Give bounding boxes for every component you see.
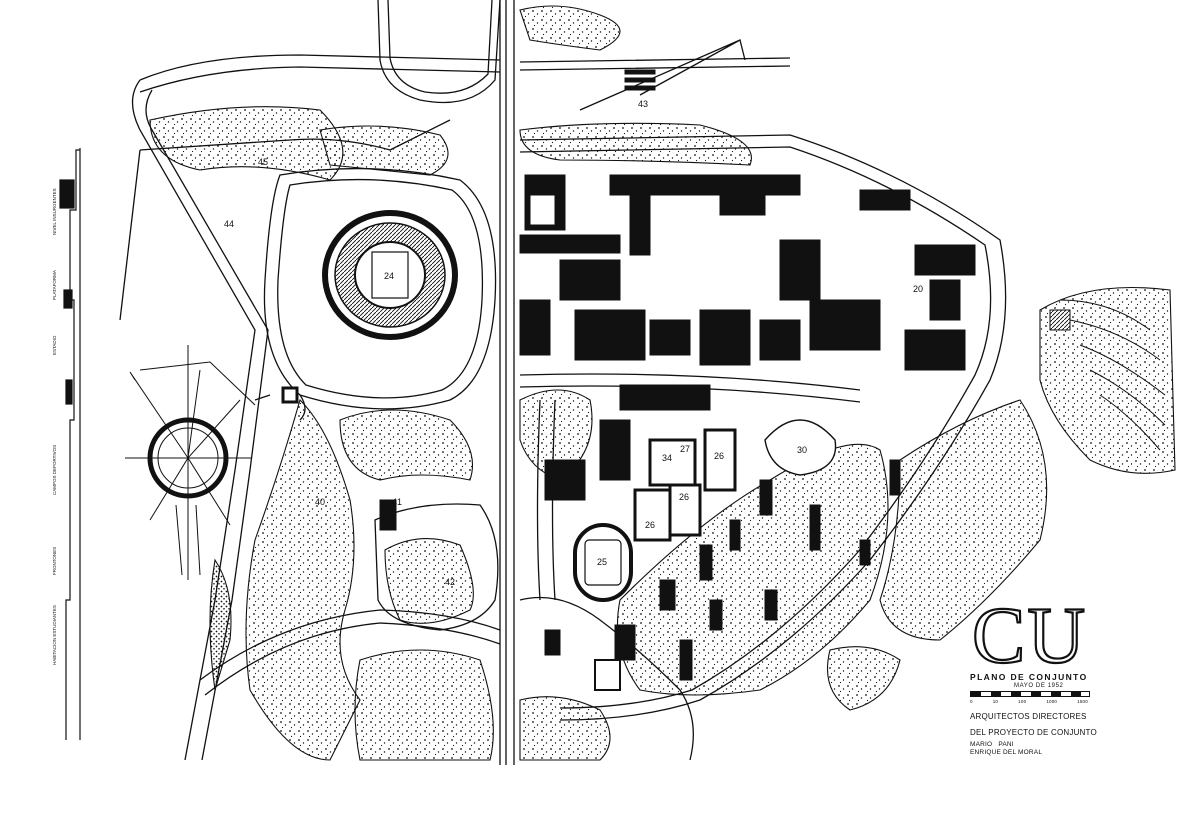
profile-label: FRONTONES: [52, 547, 57, 575]
elevation-profile: [59, 148, 81, 740]
profile-label: HABITACION ESTUDIANTES: [52, 605, 57, 665]
zone-label: 24: [384, 271, 394, 281]
zone-label: 26: [679, 492, 689, 502]
scale-label: 0: [970, 699, 973, 704]
scale-label: 10: [992, 699, 999, 704]
architect-name: ENRIQUE DEL MORAL: [970, 749, 1043, 756]
architect-names: MARIO PANI ENRIQUE DEL MORAL: [970, 741, 1120, 757]
zone-label: 34: [662, 453, 672, 463]
scale-label: 1000: [1046, 699, 1058, 704]
compass-rose: [125, 345, 256, 580]
project-heading: DEL PROYECTO DE CONJUNTO: [970, 728, 1097, 737]
architects-heading: ARQUITECTOS DIRECTORES: [970, 712, 1087, 721]
zone-label: 30: [797, 445, 807, 455]
zone-label: 20: [913, 284, 923, 294]
zone-label: 39: [557, 477, 567, 487]
cu-logo-text: CU: [972, 598, 1087, 668]
scale-label: 1500: [1077, 699, 1088, 704]
vegetation-areas: [149, 5, 1176, 761]
olympic-stadium: [322, 210, 458, 340]
title-block: CU PLANO DE CONJUNTO MAYO DE 1952 0 10 1…: [970, 598, 1120, 757]
zone-numbers: 24 25 40 41 42 43 45 44 30 20 26 26 26 3…: [224, 99, 923, 587]
plan-date: MAYO DE 1952: [1014, 683, 1064, 689]
road-network: [119, 0, 1007, 765]
zone-label: 25: [597, 557, 607, 567]
architect-name: MARIO PANI: [970, 741, 1014, 748]
zone-label: 44: [224, 219, 234, 229]
scale-bar: [970, 691, 1090, 697]
profile-label: PLATAFORMA: [52, 270, 57, 300]
residential-area: [1059, 299, 1166, 451]
zone-label: 43: [638, 99, 648, 109]
zone-label: 40: [315, 497, 325, 507]
profile-label: NIVEL INSURGENTES: [52, 188, 57, 235]
zone-label: 42: [445, 577, 455, 587]
plan-title: PLANO DE CONJUNTO: [970, 672, 1088, 682]
profile-label: CAMPOS DEPORTIVOS: [52, 445, 57, 495]
profile-labels: NIVEL INSURGENTES PLATAFORMA ESTADIO CAM…: [52, 188, 57, 665]
campus-buildings: [281, 69, 1071, 691]
athletics-track: [573, 523, 633, 602]
zone-label: 27: [680, 444, 690, 454]
scale-labels: 0 10 100 1000 1500: [970, 699, 1088, 704]
baseball-field: [764, 419, 837, 476]
cu-logo: CU: [971, 598, 1087, 668]
zone-label: 26: [645, 520, 655, 530]
zone-label: 41: [392, 497, 402, 507]
profile-label: ESTADIO: [52, 335, 57, 355]
zone-label: 26: [714, 451, 724, 461]
zone-label: 45: [258, 157, 268, 167]
scale-label: 100: [1018, 699, 1027, 704]
